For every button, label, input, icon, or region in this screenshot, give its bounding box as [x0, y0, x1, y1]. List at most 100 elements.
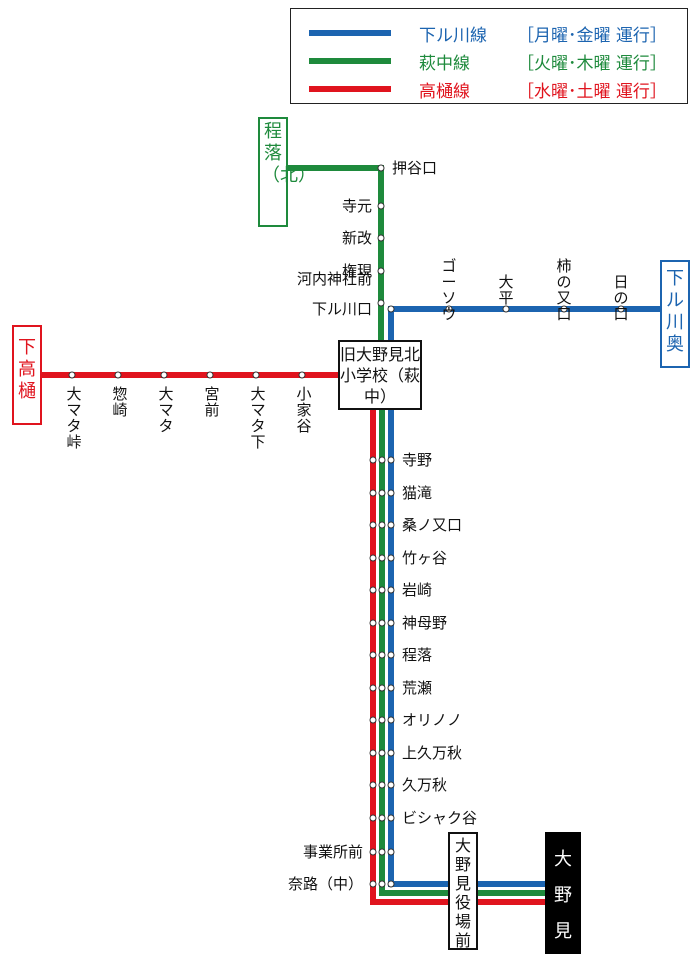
stop-label-vertical: 惣崎: [112, 385, 128, 419]
stop-dot: [387, 814, 395, 822]
stop-dot: [377, 299, 385, 307]
stop-dot: [298, 371, 306, 379]
stop-label: 奈路（中）: [287, 875, 363, 893]
stop-dot: [378, 554, 386, 562]
stop-dot: [378, 651, 386, 659]
stop-label: 神母野: [402, 614, 448, 632]
stop-label: 寺元: [341, 197, 372, 215]
terminus-north: 程落（北）: [258, 117, 316, 227]
legend-item-shimorugawa: 下ル川線 ［月曜･金曜 運行］: [291, 19, 687, 47]
stop-dot: [369, 781, 377, 789]
stop-dot: [369, 521, 377, 529]
stop-dot: [252, 371, 260, 379]
stop-dot: [378, 814, 386, 822]
stop-dot: [378, 880, 386, 888]
stop-dot: [369, 456, 377, 464]
legend-swatch: [309, 30, 391, 36]
stop-dot: [617, 305, 625, 313]
legend: 下ル川線 ［月曜･金曜 運行］ 萩中線 ［火曜･木曜 運行］ 高樋線 ［水曜･土…: [290, 8, 688, 104]
stop-dot: [387, 684, 395, 692]
stop-dot: [387, 716, 395, 724]
stop-dot: [160, 371, 168, 379]
stop-label-vertical: 日の口: [613, 273, 629, 323]
terminus-west-label: 下高樋: [18, 337, 36, 402]
green-line-trunk: [379, 410, 545, 896]
legend-line-name: 高樋線: [419, 82, 470, 102]
stop-dot: [378, 749, 386, 757]
legend-line-name: 萩中線: [419, 54, 470, 74]
stop-dot: [387, 554, 395, 562]
stop-dot: [387, 781, 395, 789]
stop-dot: [369, 880, 377, 888]
stop-label: 竹ヶ谷: [402, 549, 448, 567]
terminus-east-label: 下ル川奥: [666, 268, 684, 355]
stop-label-vertical: ゴーソウ: [441, 257, 457, 323]
stop-label-vertical: 宮前: [204, 385, 220, 419]
stop-dot: [369, 848, 377, 856]
stop-dot: [114, 371, 122, 379]
stop-dot: [378, 489, 386, 497]
stop-label-vertical: 柿の又口: [556, 257, 572, 323]
stop-dot: [369, 684, 377, 692]
stop-dot: [502, 305, 510, 313]
stop-label: 押谷口: [392, 159, 438, 177]
stop-label: ビシャク谷: [402, 809, 478, 827]
legend-line-days: ［月曜･金曜 運行］: [517, 26, 667, 46]
stop-dot: [387, 651, 395, 659]
stop-dot: [378, 521, 386, 529]
stop-dot: [378, 456, 386, 464]
stop-label: 新改: [341, 229, 372, 247]
stop-dot: [378, 684, 386, 692]
stop-label: 上久万秋: [402, 744, 463, 762]
stop-dot: [387, 619, 395, 627]
terminus-east: 下ル川奥: [660, 260, 690, 368]
stop-dot: [378, 848, 386, 856]
stop-dot: [369, 554, 377, 562]
stop-label: 寺野: [402, 451, 433, 469]
stop-dot: [387, 489, 395, 497]
stop-dot: [387, 749, 395, 757]
stop-dot: [377, 164, 385, 172]
stop-dot: [369, 814, 377, 822]
stop-dot: [369, 489, 377, 497]
stop-dot: [387, 521, 395, 529]
legend-swatch: [309, 58, 391, 64]
stop-dot: [369, 749, 377, 757]
stop-dot: [378, 716, 386, 724]
legend-item-haginaka: 萩中線 ［火曜･木曜 運行］: [291, 47, 687, 75]
stop-label: オリノノ: [402, 711, 463, 729]
stop-dot: [369, 651, 377, 659]
stop-dot: [68, 371, 76, 379]
stop-dot: [387, 586, 395, 594]
legend-line-days: ［火曜･木曜 運行］: [517, 54, 667, 74]
hub-station: 旧大野見北小学校（萩中）: [338, 340, 422, 410]
stop-label: 荒瀬: [402, 679, 433, 697]
terminus-north-label: 程落（北）: [262, 121, 316, 186]
stop-dot: [369, 586, 377, 594]
stop-label: 程落: [402, 646, 433, 664]
legend-line-name: 下ル川線: [419, 26, 487, 46]
stop-dot: [377, 267, 385, 275]
stop-dot: [387, 880, 395, 888]
terminus-south-label: 大野見: [554, 849, 572, 942]
stop-label-vertical: 大マタ下: [250, 385, 266, 451]
stop-dot: [377, 234, 385, 242]
stop-dot: [387, 456, 395, 464]
stop-dot: [369, 716, 377, 724]
legend-item-takatoi: 高樋線 ［水曜･土曜 運行］: [291, 75, 687, 103]
stop-label: 河内神社前: [296, 270, 372, 288]
red-line-trunk: [370, 410, 545, 905]
stop-dot: [378, 586, 386, 594]
stop-dot: [378, 619, 386, 627]
stop-dot: [445, 305, 453, 313]
stop-dot: [206, 371, 214, 379]
stop-dots: [68, 164, 625, 888]
stop-label: 桑ノ又口: [402, 516, 463, 534]
stop-label: 権現: [341, 262, 372, 280]
stop-dot: [387, 305, 395, 313]
stop-label: 下ル川口: [311, 300, 372, 318]
stop-label-vertical: 大平: [498, 273, 514, 307]
stop-label: 久万秋: [402, 776, 448, 794]
stop-label-vertical: 大マタ峠: [66, 385, 82, 451]
office-station-label: 大野見役場前: [454, 836, 471, 950]
